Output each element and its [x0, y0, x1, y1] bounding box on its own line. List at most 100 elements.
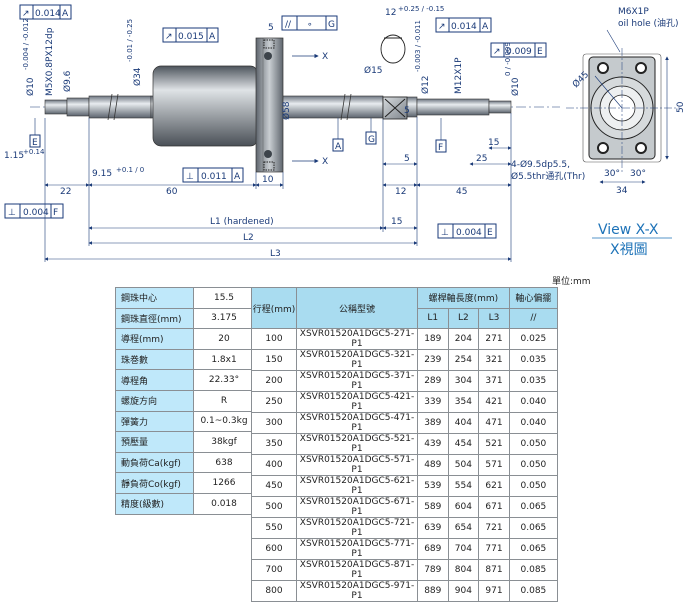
spec-row: 動負荷Ca(kgf)638 — [115, 451, 255, 474]
svg-text:↗: ↗ — [493, 47, 501, 57]
spec-key: 動負荷Ca(kgf) — [115, 451, 194, 474]
tol-frame-left: ↗ 0.014 A — [19, 4, 72, 20]
cell-stroke: 600 — [251, 538, 297, 561]
cell-stroke: 300 — [251, 412, 297, 435]
svg-text:0.004: 0.004 — [456, 228, 482, 238]
cell-L3: 421 — [478, 391, 510, 414]
cell-L1: 489 — [417, 454, 449, 477]
svg-text:15: 15 — [391, 217, 402, 227]
cell-runout: 0.065 — [508, 496, 559, 519]
svg-text:L2: L2 — [243, 233, 254, 243]
cell-L3: 321 — [478, 349, 510, 372]
tol-frame-shaft-perp: ⊥ 0.004 E — [437, 223, 497, 239]
tol-frame-flange: // ∘ G — [281, 15, 338, 31]
cell-model: XSVR01520A1DGC5-621-P1 — [296, 475, 418, 498]
svg-text:30°: 30° — [630, 169, 646, 179]
spec-value: R — [193, 389, 255, 412]
spec-key: 導程角 — [115, 369, 194, 391]
svg-text:⊥: ⊥ — [186, 172, 194, 182]
svg-text:-0.01 / -0.25: -0.01 / -0.25 — [126, 19, 134, 62]
cell-L1: 439 — [417, 433, 449, 456]
cell-runout: 0.050 — [508, 475, 559, 498]
cell-runout: 0.040 — [508, 391, 559, 414]
cell-stroke: 250 — [251, 391, 297, 414]
cell-model: XSVR01520A1DGC5-421-P1 — [296, 391, 418, 414]
cell-stroke: 700 — [251, 559, 297, 582]
svg-text:9.15: 9.15 — [92, 169, 112, 179]
spec-key: 預壓量 — [115, 431, 194, 453]
cell-stroke: 500 — [251, 496, 297, 519]
spec-value: 1266 — [193, 472, 255, 494]
svg-text:Ø10: Ø10 — [510, 77, 521, 96]
cell-L3: 771 — [478, 538, 510, 561]
svg-text:45: 45 — [456, 187, 467, 197]
vertical-dims: Ø10 -0.004 / -0.012 M5X0.8PX12dp Ø9.6 Ø3… — [22, 18, 521, 120]
cell-L3: 871 — [478, 559, 510, 582]
spec-row: 鋼珠直徑(mm)3.175 — [115, 307, 255, 330]
svg-text:↗: ↗ — [165, 32, 173, 42]
svg-text:F: F — [53, 208, 58, 218]
header-stroke: 行程(mm) — [251, 286, 297, 330]
bearing-block — [380, 34, 408, 120]
cell-model: XSVR01520A1DGC5-671-P1 — [296, 496, 418, 519]
cell-L3: 721 — [478, 517, 510, 540]
svg-text:25: 25 — [476, 154, 487, 164]
cell-L1: 539 — [417, 475, 449, 498]
svg-text:A: A — [62, 9, 69, 19]
header-L3: L3 — [478, 307, 510, 330]
cell-runout: 0.035 — [508, 370, 559, 393]
cell-L1: 589 — [417, 496, 449, 519]
svg-text:Ø15: Ø15 — [364, 65, 383, 76]
svg-text:0.009: 0.009 — [506, 47, 532, 57]
cell-L3: 671 — [478, 496, 510, 519]
cell-stroke: 100 — [251, 328, 297, 351]
svg-text:4-Ø9.5dp5.5,: 4-Ø9.5dp5.5, — [511, 159, 570, 170]
svg-text:50: 50 — [676, 101, 686, 113]
cell-stroke: 350 — [251, 433, 297, 456]
cell-runout: 0.025 — [508, 328, 559, 351]
svg-text:0.015: 0.015 — [178, 32, 204, 42]
cell-L3: 521 — [478, 433, 510, 456]
cell-L3: 621 — [478, 475, 510, 498]
unit-label: 單位:mm — [552, 277, 591, 287]
svg-text:0.014: 0.014 — [35, 9, 61, 19]
tol-frame-end-perp: ⊥ 0.004 F — [4, 203, 64, 219]
tol-frame-nut: ↗ 0.015 A — [162, 27, 219, 43]
svg-text:5: 5 — [404, 106, 410, 116]
cell-L2: 454 — [447, 433, 480, 456]
cell-L1: 639 — [417, 517, 449, 540]
cell-L2: 354 — [447, 391, 480, 414]
cell-model: XSVR01520A1DGC5-571-P1 — [296, 454, 418, 477]
cell-L2: 704 — [447, 538, 480, 561]
spec-value: 22.33° — [193, 369, 255, 391]
svg-text:E: E — [32, 138, 38, 148]
spec-value: 1.8x1 — [193, 348, 255, 371]
cell-L1: 289 — [417, 370, 449, 393]
cell-runout: 0.085 — [508, 559, 559, 582]
spec-value: 38kgf — [193, 431, 255, 453]
svg-text:G: G — [328, 20, 335, 30]
spec-key: 鋼珠直徑(mm) — [115, 307, 194, 330]
spec-value: 3.175 — [193, 307, 255, 330]
cell-L2: 604 — [447, 496, 480, 519]
cell-model: XSVR01520A1DGC5-521-P1 — [296, 433, 418, 456]
svg-text:22: 22 — [60, 187, 71, 197]
cell-model: XSVR01520A1DGC5-371-P1 — [296, 370, 418, 393]
cell-L1: 339 — [417, 391, 449, 414]
header-runout: 軸心偏擺 — [508, 287, 559, 309]
spec-value: 0.1~0.3kg — [193, 410, 255, 433]
svg-text:↗: ↗ — [22, 9, 30, 19]
cell-L1: 189 — [417, 328, 449, 351]
